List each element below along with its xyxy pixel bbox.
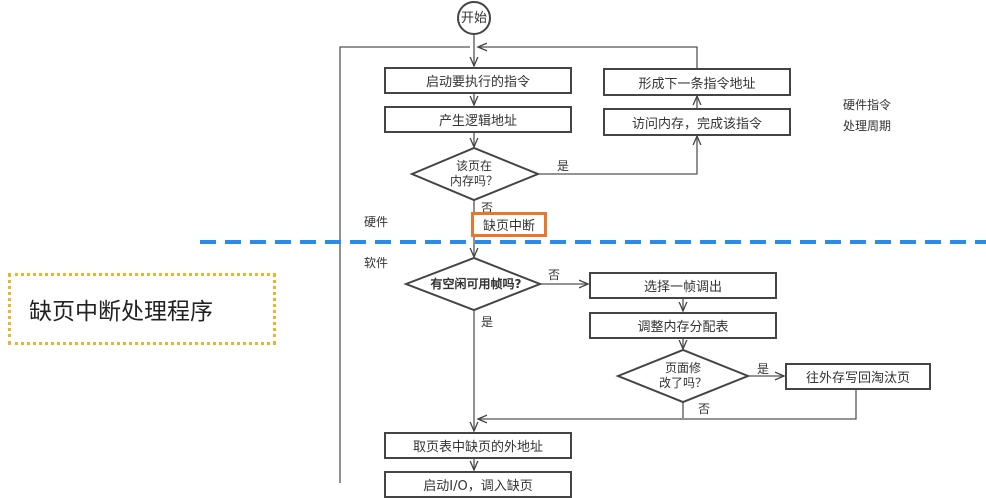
box-get-external-address: 取页表中缺页的外地址	[384, 432, 572, 459]
start-label: 开始	[460, 11, 487, 26]
start-node	[457, 1, 491, 35]
annotation-title: 缺页中断处理程序	[29, 299, 213, 325]
software-label: 软件	[364, 256, 389, 270]
hardware-cycle-2: 处理周期	[843, 119, 892, 133]
box-start-instruction: 启动要执行的指令	[384, 67, 572, 94]
box-select-frame-out: 选择一帧调出	[589, 272, 777, 299]
q-page-modified-2: 改了吗？	[658, 376, 707, 390]
annotation-box: 缺页中断处理程序	[8, 273, 276, 345]
q-page-modified-1: 页面修	[664, 361, 701, 375]
decision-free-frame	[403, 256, 543, 312]
q-page-in-memory-1: 该页在	[455, 159, 492, 173]
decision-page-modified	[615, 348, 751, 404]
box-form-next-address: 形成下一条指令地址	[603, 68, 791, 96]
decision-page-in-memory	[409, 146, 541, 202]
flow-lines	[200, 1, 986, 483]
box-adjust-table: 调整内存分配表	[589, 312, 777, 339]
no-label: 否	[698, 402, 711, 416]
yes-label: 是	[557, 159, 570, 173]
no-label: 否	[481, 201, 494, 215]
q-page-in-memory-2: 内存吗？	[449, 174, 498, 188]
box-write-back: 往外存写回淘汰页	[785, 363, 931, 390]
box-gen-logical-address: 产生逻辑地址	[384, 106, 572, 133]
no-label: 否	[548, 268, 561, 282]
box-access-memory: 访问内存，完成该指令	[603, 108, 791, 136]
box-page-fault-interrupt: 缺页中断	[471, 212, 547, 237]
yes-label: 是	[757, 362, 770, 376]
box-start-io: 启动I/O，调入缺页	[384, 471, 572, 498]
yes-label: 是	[481, 315, 494, 329]
hardware-cycle-1: 硬件指令	[843, 98, 892, 112]
q-free-frame: 有空闲可用帧吗?	[430, 277, 522, 291]
hardware-label: 硬件	[364, 215, 389, 229]
